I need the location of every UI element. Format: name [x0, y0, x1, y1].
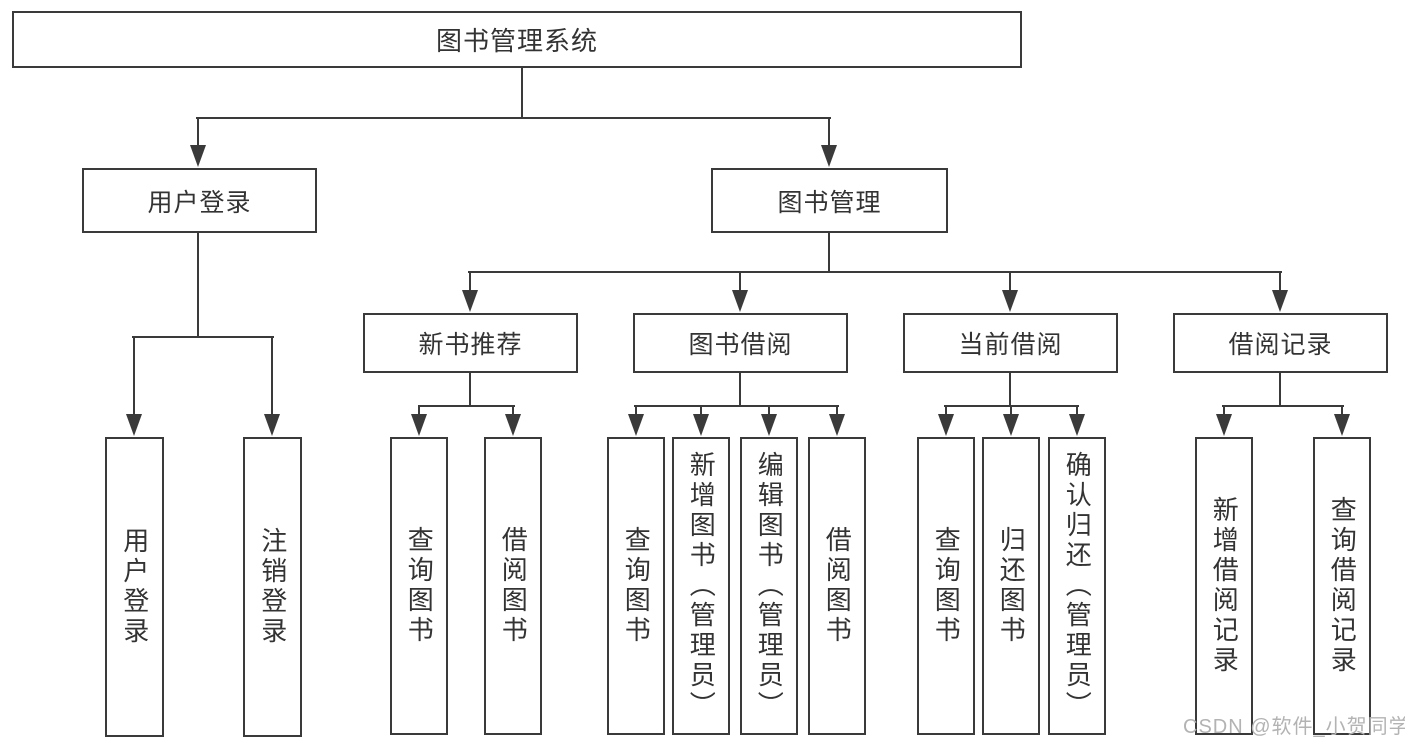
node-leaf-nb-borrow-books-label: 借阅图书	[498, 526, 529, 646]
node-user-login: 用户登录	[82, 168, 317, 233]
node-leaf-br-query-record-label: 查询借阅记录	[1327, 496, 1358, 676]
connector-line	[521, 67, 523, 118]
connector-line	[635, 405, 637, 418]
node-leaf-user-login: 用户登录	[105, 437, 164, 737]
node-new-book-recommend: 新书推荐	[363, 313, 578, 373]
arrow-down-icon	[126, 414, 142, 436]
connector-line	[418, 405, 420, 418]
arrow-down-icon	[505, 414, 521, 436]
arrow-down-icon	[1069, 414, 1085, 436]
node-leaf-bb-borrow-books-label: 借阅图书	[822, 526, 853, 646]
connector-line	[1076, 405, 1078, 418]
connector-line	[468, 271, 1282, 273]
node-book-borrowing-label: 图书借阅	[688, 331, 793, 359]
node-leaf-cb-query-books: 查询图书	[917, 437, 975, 735]
arrow-down-icon	[1216, 414, 1232, 436]
node-leaf-logout-label: 注销登录	[257, 527, 288, 647]
connector-line	[1279, 271, 1281, 294]
node-leaf-bb-edit-books-admin-label: 编辑图书（管理员）	[754, 451, 785, 721]
arrow-down-icon	[732, 290, 748, 312]
arrow-down-icon	[411, 414, 427, 436]
connector-line	[197, 117, 199, 150]
node-leaf-cb-return-books: 归还图书	[982, 437, 1040, 735]
arrow-down-icon	[628, 414, 644, 436]
node-leaf-cb-query-books-label: 查询图书	[931, 526, 962, 646]
node-book-management-label: 图书管理	[777, 188, 882, 217]
connector-line	[197, 233, 199, 338]
node-new-book-recommend-label: 新书推荐	[418, 331, 523, 359]
node-leaf-nb-borrow-books: 借阅图书	[484, 437, 542, 735]
connector-line	[700, 405, 702, 418]
connector-line	[1223, 405, 1225, 418]
connector-line	[132, 336, 274, 338]
connector-line	[418, 405, 515, 407]
connector-line	[634, 405, 839, 407]
node-leaf-cb-return-books-label: 归还图书	[996, 526, 1027, 646]
node-leaf-cb-confirm-return-admin: 确认归还（管理员）	[1048, 437, 1106, 735]
node-leaf-bb-edit-books-admin: 编辑图书（管理员）	[740, 437, 798, 735]
node-borrowing-records-label: 借阅记录	[1228, 331, 1333, 359]
node-leaf-bb-query-books: 查询图书	[607, 437, 665, 735]
node-leaf-br-add-record-label: 新增借阅记录	[1209, 496, 1240, 676]
connector-line	[271, 336, 273, 418]
arrow-down-icon	[829, 414, 845, 436]
node-leaf-nb-query-books: 查询图书	[390, 437, 448, 735]
connector-line	[1009, 271, 1011, 294]
connector-line	[512, 405, 514, 418]
arrow-down-icon	[264, 414, 280, 436]
arrow-down-icon	[1003, 414, 1019, 436]
node-book-management: 图书管理	[711, 168, 948, 233]
connector-line	[836, 405, 838, 418]
arrow-down-icon	[1272, 290, 1288, 312]
node-leaf-br-query-record: 查询借阅记录	[1313, 437, 1371, 735]
connector-line	[828, 233, 830, 273]
node-book-borrowing: 图书借阅	[633, 313, 848, 373]
connector-line	[1279, 373, 1281, 407]
arrow-down-icon	[821, 145, 837, 167]
connector-line	[739, 373, 741, 407]
connector-line	[196, 117, 831, 119]
node-leaf-bb-borrow-books: 借阅图书	[808, 437, 866, 735]
connector-line	[469, 373, 471, 407]
node-leaf-bb-add-books-admin-label: 新增图书（管理员）	[686, 451, 717, 721]
node-user-login-label: 用户登录	[147, 188, 252, 217]
node-leaf-logout: 注销登录	[243, 437, 302, 737]
csdn-watermark: CSDN @软件_小贺同学	[1183, 716, 1405, 738]
connector-line	[1222, 405, 1344, 407]
node-leaf-bb-query-books-label: 查询图书	[621, 526, 652, 646]
arrow-down-icon	[693, 414, 709, 436]
connector-line	[739, 271, 741, 294]
connector-line	[133, 336, 135, 418]
node-leaf-user-login-label: 用户登录	[119, 527, 150, 647]
node-current-borrowing-label: 当前借阅	[958, 331, 1063, 359]
connector-line	[1341, 405, 1343, 418]
node-leaf-cb-confirm-return-admin-label: 确认归还（管理员）	[1062, 451, 1093, 721]
connector-line	[828, 117, 830, 150]
node-leaf-nb-query-books-label: 查询图书	[404, 526, 435, 646]
node-leaf-br-add-record: 新增借阅记录	[1195, 437, 1253, 735]
connector-line	[768, 405, 770, 418]
node-root: 图书管理系统	[12, 11, 1022, 68]
arrow-down-icon	[1002, 290, 1018, 312]
arrow-down-icon	[938, 414, 954, 436]
arrow-down-icon	[462, 290, 478, 312]
connector-line	[1010, 405, 1012, 418]
connector-line	[469, 271, 471, 294]
connector-line	[1009, 373, 1011, 407]
arrow-down-icon	[761, 414, 777, 436]
arrow-down-icon	[1334, 414, 1350, 436]
node-root-label: 图书管理系统	[435, 26, 598, 56]
connector-line	[945, 405, 947, 418]
node-borrowing-records: 借阅记录	[1173, 313, 1388, 373]
arrow-down-icon	[190, 145, 206, 167]
node-current-borrowing: 当前借阅	[903, 313, 1118, 373]
node-leaf-bb-add-books-admin: 新增图书（管理员）	[672, 437, 730, 735]
